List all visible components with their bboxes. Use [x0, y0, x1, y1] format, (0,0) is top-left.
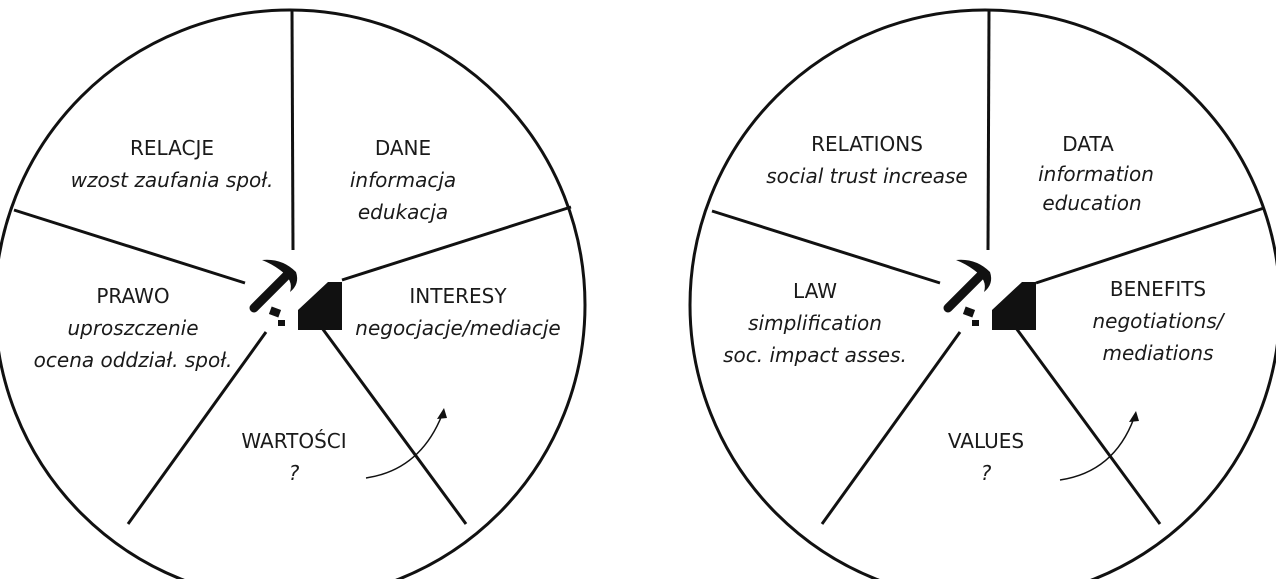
wheel-polish: RELACJE wzost zaufania społ. DANE inform…: [0, 8, 587, 579]
spoke-lower-left: [126, 331, 268, 525]
spoke-upper-right: [341, 205, 572, 282]
segment-title: BENEFITS: [1110, 277, 1206, 301]
segment-prawo: PRAWO uproszczenie ocena oddział. społ.: [34, 284, 233, 372]
segment-relations: RELATIONS social trust increase: [766, 132, 967, 188]
segment-subtitle: information: [1038, 162, 1154, 186]
segment-subtitle: wzost zaufania społ.: [71, 168, 274, 192]
segment-subtitle: ocena oddział. społ.: [34, 348, 233, 372]
segment-values: VALUES ?: [948, 429, 1024, 485]
segment-title: LAW: [793, 279, 837, 303]
segment-title: RELACJE: [130, 136, 214, 160]
segment-subtitle: informacja: [350, 168, 456, 192]
segment-subtitle: uproszczenie: [67, 316, 198, 340]
pickaxe-and-mine-icon: [943, 259, 1036, 330]
segment-interesy: INTERESY negocjacje/mediacje: [355, 284, 560, 340]
segment-subtitle: simplification: [748, 311, 882, 335]
segment-title: INTERESY: [409, 284, 507, 308]
spoke-upper-left: [711, 209, 941, 285]
segment-title: VALUES: [948, 429, 1024, 453]
segment-subtitle: mediations: [1102, 341, 1213, 365]
wheel-outline: [688, 8, 1276, 579]
segment-subtitle: edukacja: [358, 200, 448, 224]
segment-relacje: RELACJE wzost zaufania społ.: [71, 136, 274, 192]
wheel-english: RELATIONS social trust increase DATA inf…: [688, 8, 1276, 579]
spoke-lower-right: [320, 327, 468, 525]
spoke-lower-left: [820, 331, 962, 525]
segment-title: DATA: [1062, 132, 1114, 156]
spoke-upper-left: [13, 208, 246, 285]
spoke-top: [290, 9, 295, 251]
spoke-top: [986, 9, 991, 251]
segment-subtitle: education: [1042, 191, 1141, 215]
segment-title: PRAWO: [96, 284, 169, 308]
segment-subtitle: social trust increase: [766, 164, 967, 188]
spoke-upper-right: [1035, 206, 1265, 285]
segment-benefits: BENEFITS negotiations/ mediations: [1092, 277, 1225, 365]
segment-dane: DANE informacja edukacja: [350, 136, 456, 224]
segment-data: DATA information education: [1038, 132, 1154, 215]
segment-subtitle: ?: [289, 461, 300, 485]
spoke-lower-right: [1014, 327, 1162, 525]
segment-wartosci: WARTOŚCI ?: [241, 429, 346, 485]
segment-subtitle: negotiations/: [1092, 309, 1225, 333]
wheel-outline: [0, 8, 587, 579]
segment-subtitle: negocjacje/mediacje: [355, 316, 560, 340]
curved-arrow-icon: [365, 408, 447, 479]
segment-law: LAW simplification soc. impact asses.: [723, 279, 907, 367]
segment-title: RELATIONS: [811, 132, 923, 156]
curved-arrow-icon: [1059, 411, 1139, 481]
segment-title: WARTOŚCI: [241, 429, 346, 453]
pickaxe-and-mine-icon: [249, 259, 342, 330]
segment-subtitle: soc. impact asses.: [723, 343, 907, 367]
segment-title: DANE: [375, 136, 431, 160]
segment-subtitle: ?: [981, 461, 992, 485]
